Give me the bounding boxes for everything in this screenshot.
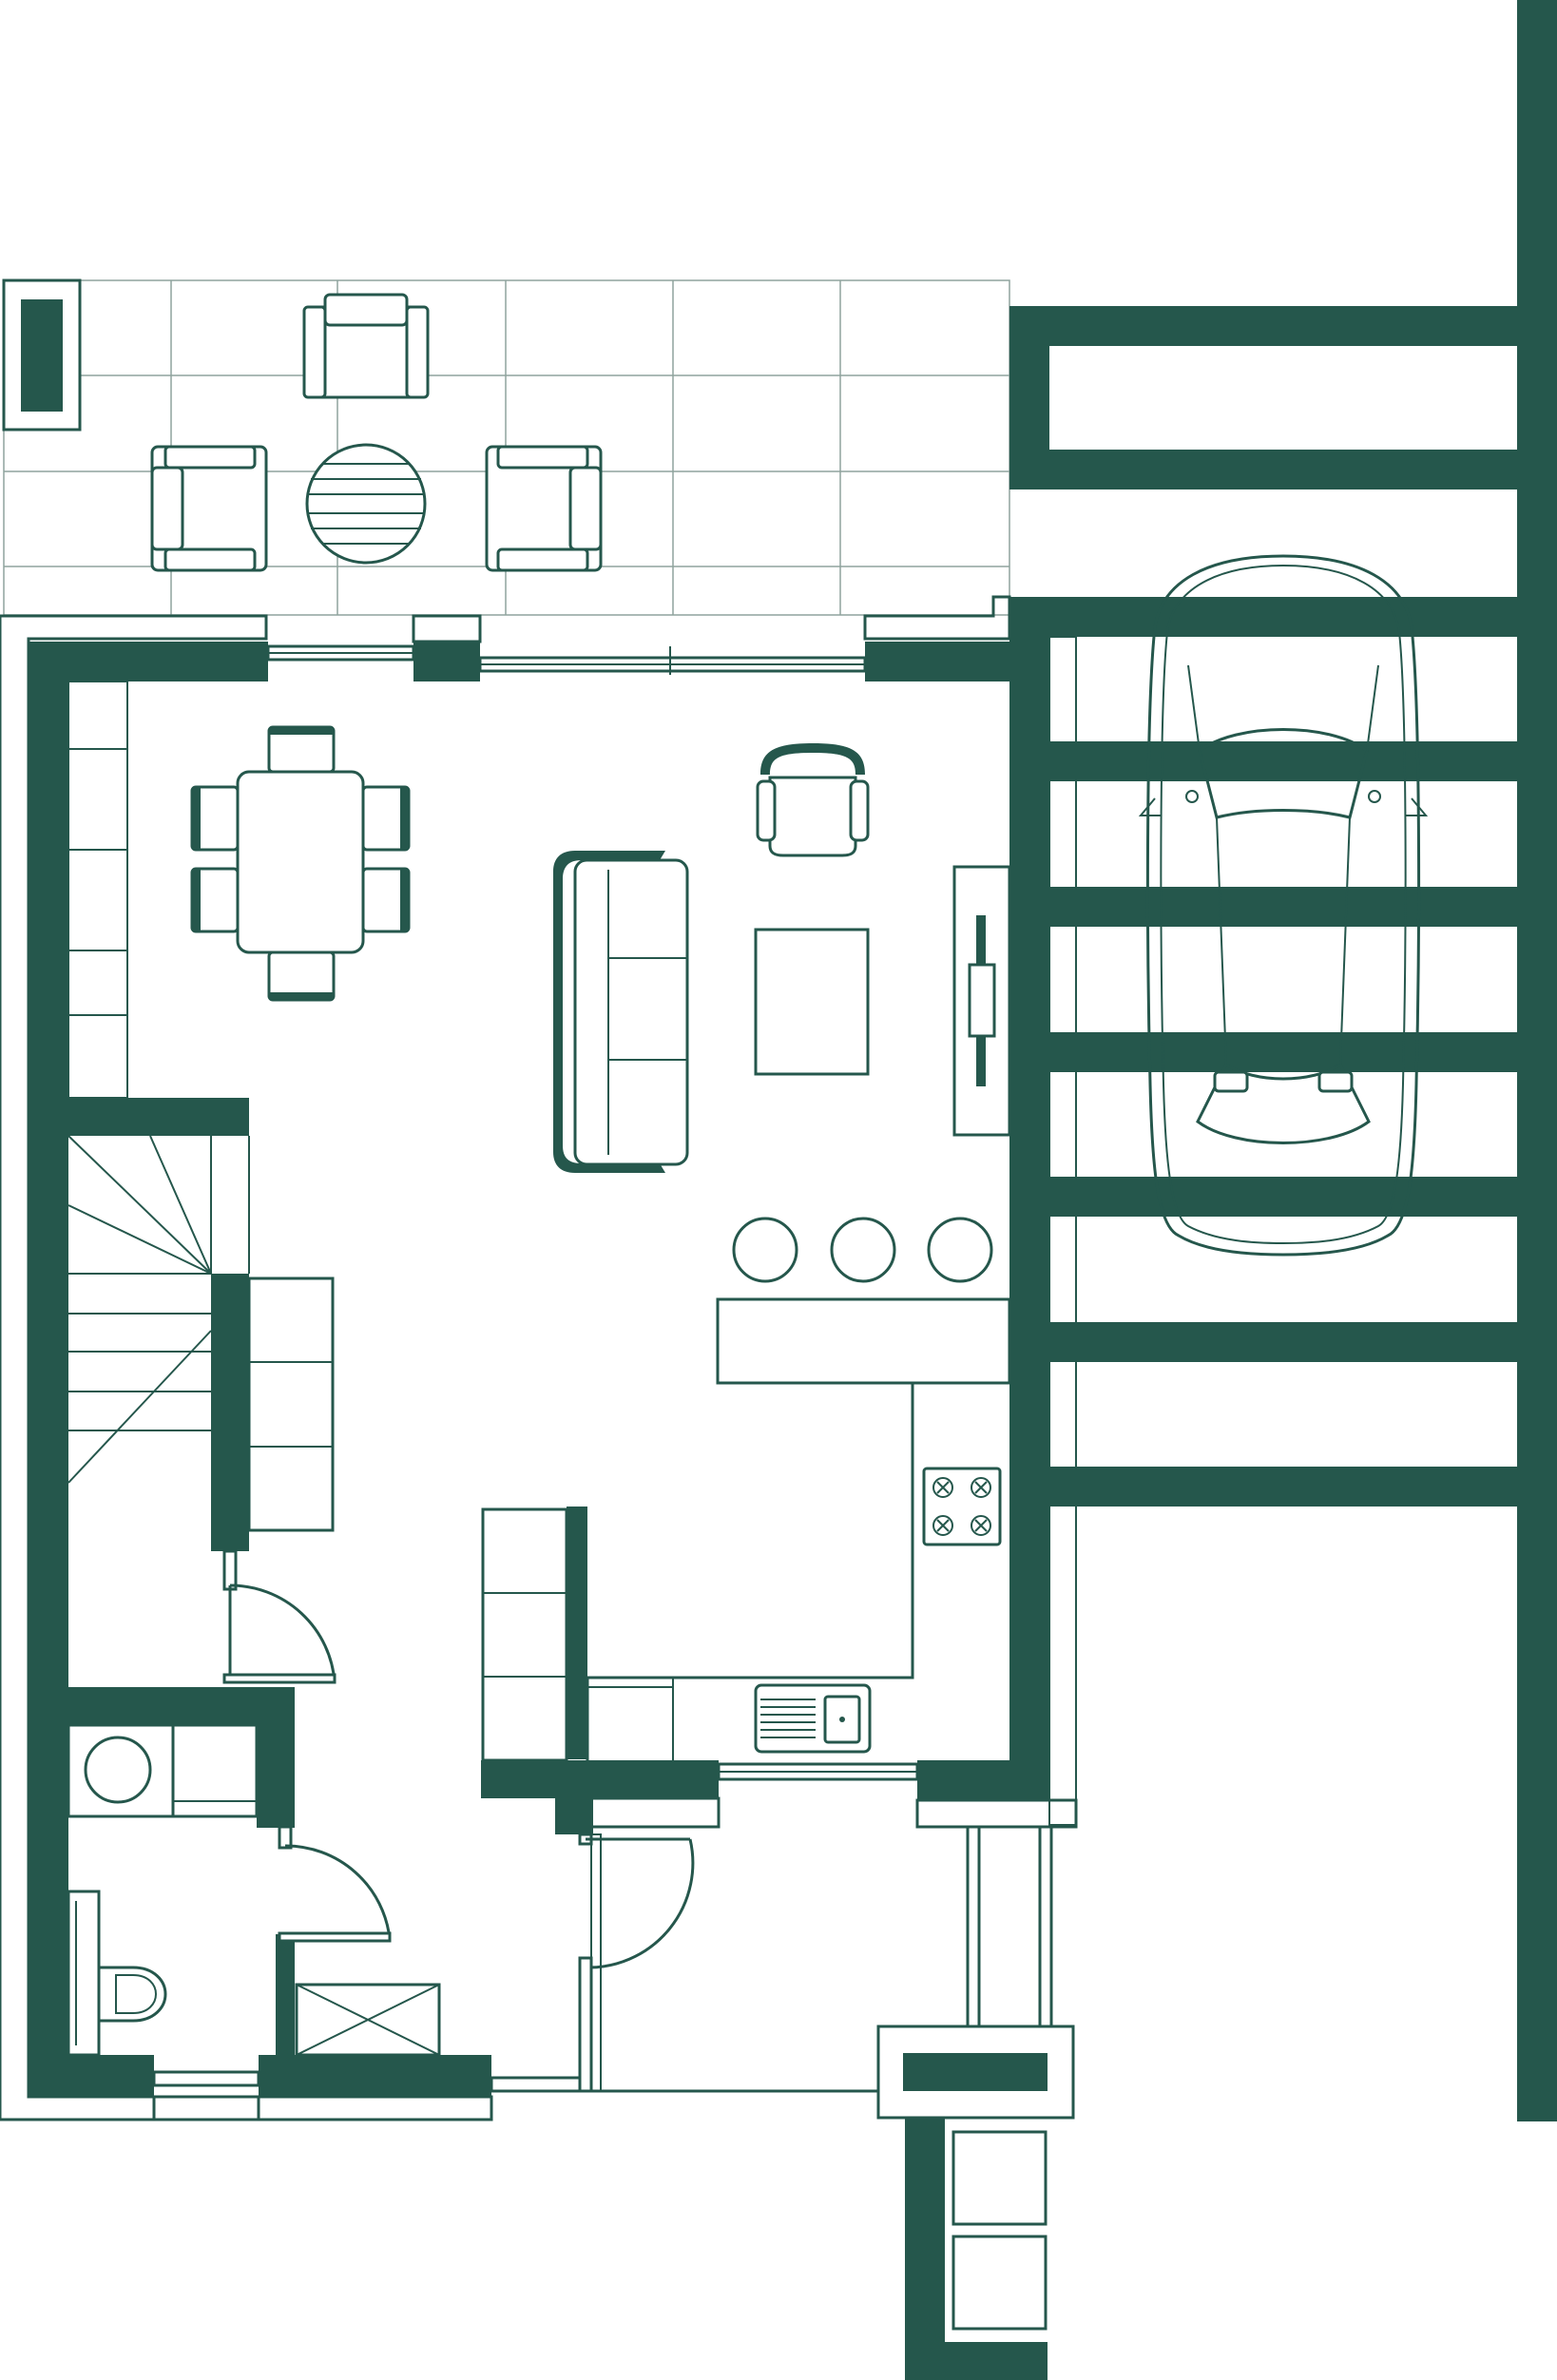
carport (1009, 0, 1557, 2121)
tv-unit (952, 865, 1011, 1137)
window-south-hall (490, 2076, 593, 2093)
planter (2, 278, 82, 432)
staircase (67, 681, 335, 1532)
building-walls (0, 595, 1078, 2380)
toilet (97, 1966, 167, 2023)
dining-area (190, 725, 411, 1002)
door-kitchen-hall (578, 1833, 695, 2093)
utility-room (67, 1723, 259, 1818)
kitchen (481, 1217, 1011, 1762)
dining-table (236, 770, 365, 954)
door-wc (278, 1825, 392, 1943)
door-stair-hall (222, 1549, 336, 1684)
round-table (305, 443, 427, 565)
terrace (2, 278, 1010, 616)
kitchen-counter (586, 1297, 1011, 1760)
living-area (553, 743, 1011, 1173)
bar-stools (732, 1217, 993, 1283)
bar-stool (927, 1217, 993, 1283)
sofa (553, 851, 689, 1173)
window-north-1 (266, 644, 415, 662)
dining-chair-right-1 (361, 785, 411, 852)
hob (922, 1467, 1002, 1546)
dining-chair-left-1 (190, 785, 240, 852)
window-south-kitchen (717, 1762, 919, 1781)
car (1138, 554, 1429, 1257)
window-north-2 (478, 646, 867, 675)
dining-chair-left-2 (190, 867, 240, 933)
terrace-armchair-top (302, 293, 430, 399)
understairs-storage (247, 1276, 335, 1532)
bar-stool (830, 1217, 896, 1283)
window-south-utility (152, 2070, 260, 2087)
doors (222, 1549, 695, 2093)
terrace-armchair-right (485, 445, 603, 572)
dining-chair-right-2 (361, 867, 411, 933)
shower-tray (295, 1983, 441, 2057)
bar-stool (732, 1217, 798, 1283)
terrace-armchair-left (150, 445, 268, 572)
dining-chair-top (267, 725, 336, 774)
coffee-table (754, 928, 870, 1076)
utility-counter (171, 1723, 259, 1818)
wc (67, 1890, 441, 2057)
washing-machine (67, 1723, 175, 1818)
kitchen-cabinets (481, 1507, 568, 1762)
living-armchair (756, 743, 870, 857)
sink (754, 1683, 872, 1754)
dining-chair-bottom (267, 950, 336, 1002)
cistern (67, 1890, 101, 2057)
